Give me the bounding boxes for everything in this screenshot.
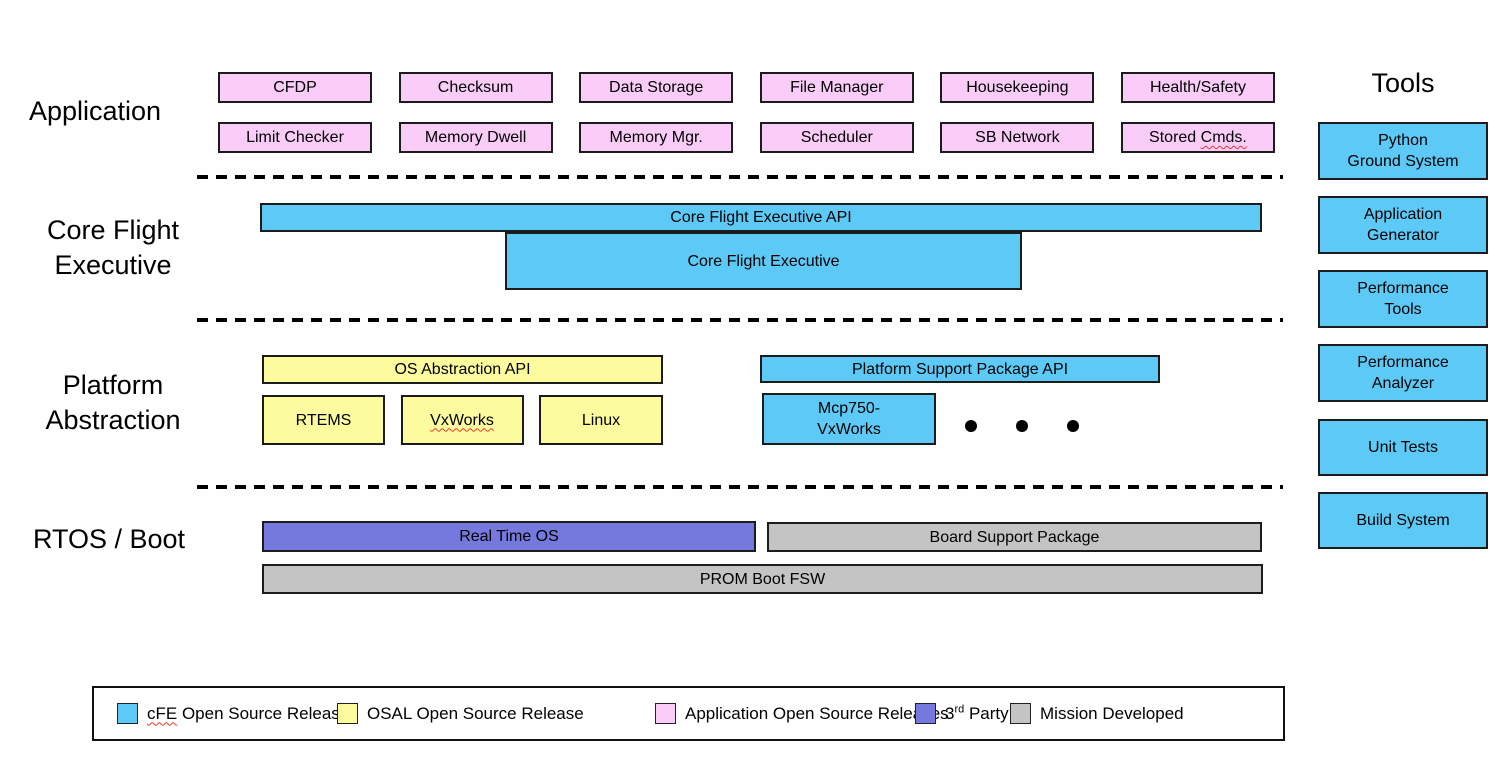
- legend-label-cfe: cFE Open Source Release: [147, 704, 349, 724]
- legend-cfe-rest: Open Source Release: [177, 703, 350, 723]
- tool-box-application-generator: Application Generator: [1318, 196, 1488, 254]
- mission-color-swatch: [1010, 703, 1031, 724]
- app-box-data-storage: Data Storage: [579, 72, 734, 103]
- legend-item-mission: Mission Developed: [1010, 688, 1184, 739]
- third-party-sup: rd: [954, 702, 965, 715]
- os-abstraction-api-bar: OS Abstraction API: [262, 355, 663, 384]
- legend-label-application: Application Open Source Releases: [685, 703, 949, 723]
- vxworks-label: VxWorks: [430, 411, 494, 429]
- legend-label-mission: Mission Developed: [1040, 703, 1184, 723]
- legend-cfe-word: cFE: [147, 703, 178, 723]
- tool-box-performance-tools: Performance Tools: [1318, 270, 1488, 328]
- prom-boot-fsw-box: PROM Boot FSW: [262, 564, 1263, 594]
- layer-label-rtos-boot: RTOS / Boot: [32, 524, 186, 554]
- app-box-cfdp: CFDP: [218, 72, 372, 103]
- legend-item-application: Application Open Source Releases: [655, 688, 949, 739]
- layer-label-platform-abstraction: Platform Abstraction: [45, 370, 181, 435]
- application-color-swatch: [655, 703, 676, 724]
- app-box-checksum: Checksum: [398, 72, 553, 103]
- tools-title: Tools: [1371, 68, 1435, 98]
- tool-box-python-ground-system: Python Ground System: [1318, 122, 1488, 180]
- app-box-limit-checker: Limit Checker: [218, 122, 372, 153]
- app-box-sb-network: SB Network: [940, 122, 1095, 153]
- psp-box-mcp750-vxworks: Mcp750- VxWorks: [762, 393, 936, 445]
- app-box-scheduler: Scheduler: [759, 122, 914, 153]
- os-box-vxworks: VxWorks: [400, 395, 524, 445]
- layer-label-application: Application: [28, 96, 162, 126]
- legend-item-cfe: cFE Open Source Release: [117, 688, 349, 739]
- app-box-housekeeping: Housekeeping: [940, 72, 1095, 103]
- cfe-api-bar: Core Flight Executive API: [260, 203, 1262, 232]
- dashed-separator-2: [197, 318, 1283, 322]
- dashed-separator-1: [197, 175, 1283, 179]
- app-box-health-safety: Health/Safety: [1120, 72, 1275, 103]
- board-support-package-box: Board Support Package: [767, 522, 1262, 552]
- layer-label-core-flight-executive: Core Flight Executive: [46, 215, 180, 280]
- app-box-stored-cmds: Stored Cmds.: [1120, 122, 1275, 153]
- ellipsis-dot-3: [1067, 420, 1079, 432]
- cfe-core-box: Core Flight Executive: [505, 232, 1022, 290]
- app-box-memory-mgr: Memory Mgr.: [579, 122, 734, 153]
- psp-api-bar: Platform Support Package API: [760, 355, 1160, 383]
- osal-color-swatch: [337, 703, 358, 724]
- ellipsis-dot-2: [1016, 420, 1028, 432]
- application-row-2: Limit Checker Memory Dwell Memory Mgr. S…: [218, 122, 1275, 153]
- stored-cmds-misspelled-text: Cmds.: [1200, 129, 1247, 146]
- tool-box-build-system: Build System: [1318, 492, 1488, 549]
- app-box-memory-dwell: Memory Dwell: [398, 122, 553, 153]
- tool-box-unit-tests: Unit Tests: [1318, 419, 1488, 476]
- os-box-linux: Linux: [539, 395, 663, 445]
- third-party-color-swatch: [915, 703, 936, 724]
- legend: cFE Open Source Release OSAL Open Source…: [92, 686, 1285, 741]
- legend-item-third-party: 3rd Party: [915, 688, 1009, 739]
- tool-box-performance-analyzer: Performance Analyzer: [1318, 344, 1488, 402]
- ellipsis-dot-1: [965, 420, 977, 432]
- dashed-separator-3: [197, 485, 1283, 489]
- stored-cmds-label: Stored Cmds.: [1149, 127, 1247, 148]
- legend-item-osal: OSAL Open Source Release: [337, 688, 584, 739]
- legend-label-third-party: 3rd Party: [945, 702, 1009, 724]
- stored-cmds-text: Stored: [1149, 129, 1201, 146]
- app-box-file-manager: File Manager: [759, 72, 914, 103]
- os-row: RTEMS VxWorks Linux: [262, 395, 663, 445]
- os-box-rtems: RTEMS: [262, 395, 385, 445]
- third-party-pre: 3: [945, 703, 955, 723]
- real-time-os-box: Real Time OS: [262, 521, 756, 552]
- application-row-1: CFDP Checksum Data Storage File Manager …: [218, 72, 1275, 103]
- third-party-post: Party: [964, 703, 1009, 723]
- legend-label-osal: OSAL Open Source Release: [367, 703, 584, 723]
- cfe-color-swatch: [117, 703, 138, 724]
